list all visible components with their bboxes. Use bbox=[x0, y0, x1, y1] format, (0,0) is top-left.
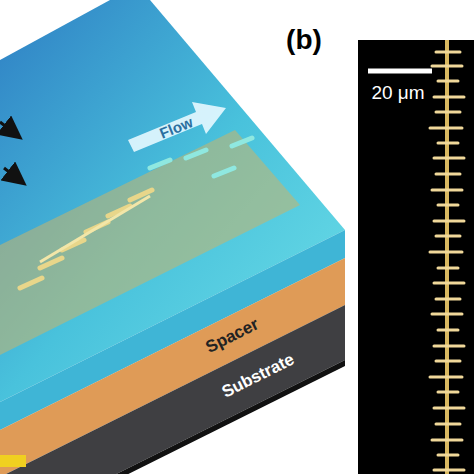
scale-bar bbox=[368, 69, 432, 74]
wire-chain bbox=[40, 196, 150, 262]
substrate-edge bbox=[0, 360, 345, 474]
scale-label: 20 μm bbox=[371, 82, 424, 104]
attached-nanowires bbox=[430, 52, 464, 470]
flow-arrow bbox=[128, 102, 226, 152]
nanowires bbox=[20, 190, 152, 288]
free-nanowires bbox=[150, 138, 252, 176]
light-arrow bbox=[4, 168, 22, 182]
micrograph bbox=[358, 40, 474, 474]
light-arrow bbox=[0, 122, 18, 136]
electrode bbox=[0, 455, 26, 467]
panel-label: (b) bbox=[286, 24, 322, 56]
